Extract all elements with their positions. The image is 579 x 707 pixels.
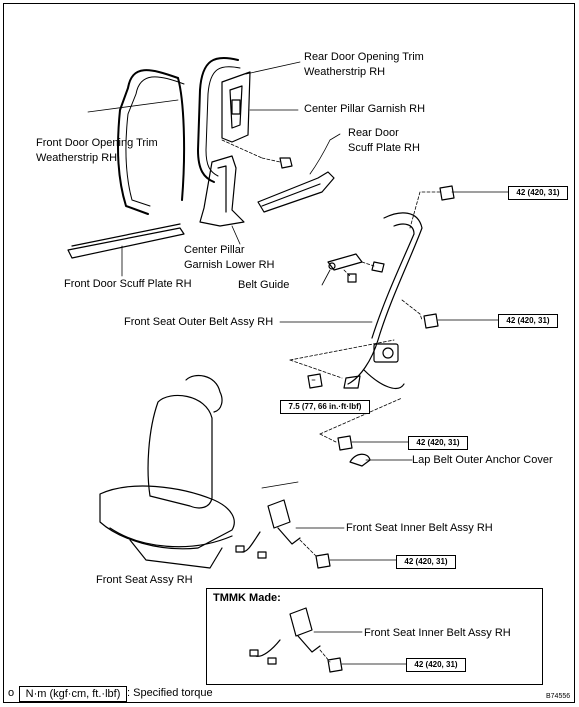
seat-label: Front Seat Assy RH <box>96 574 193 586</box>
belt-guide-drawing <box>321 253 385 286</box>
diagram-frame <box>3 3 575 703</box>
leader-lines <box>87 61 509 665</box>
legend-text: : Specified torque <box>127 687 213 699</box>
tmmk-inner-belt-drawing <box>249 607 363 665</box>
legend-unit-box: N·m (kgf·cm, ft.·lbf) <box>19 686 127 702</box>
torque-box: 42 (420, 31) <box>498 314 558 328</box>
inner-belt-drawing <box>235 499 345 559</box>
rear-door-weatherstrip-drawing <box>197 56 241 183</box>
seat-drawing <box>99 374 299 569</box>
dashed-guides <box>289 191 441 443</box>
tmmk-inset <box>206 588 543 685</box>
rear-door-weatherstrip-label: Rear Door Opening Trim Weatherstrip RH <box>304 51 424 78</box>
rear-door-scuff-drawing <box>257 133 341 213</box>
lap-cover-drawing <box>349 453 413 467</box>
center-pillar-lower-label: Center Pillar Garnish Lower RH <box>184 244 275 271</box>
front-door-weatherstrip-drawing <box>117 69 186 215</box>
center-pillar-garnish-drawing <box>221 71 299 143</box>
tmmk-title: TMMK Made: <box>213 592 281 604</box>
torque-box: 7.5 (77, 66 in.·ft·lbf) <box>280 400 370 414</box>
tmmk-inner-belt-label: Front Seat Inner Belt Assy RH <box>364 627 511 639</box>
center-pillar-garnish-label: Center Pillar Garnish RH <box>304 103 426 115</box>
belt-guide-label: Belt Guide <box>238 279 290 291</box>
front-door-weatherstrip-label: Front Door Opening Trim Weatherstrip RH <box>36 137 158 164</box>
inner-belt-label: Front Seat Inner Belt Assy RH <box>346 522 493 534</box>
legend-marker: o <box>8 687 15 699</box>
torque-box: 42 (420, 31) <box>408 436 468 450</box>
front-door-scuff-label: Front Door Scuff Plate RH <box>64 278 192 290</box>
outer-belt-drawing <box>279 212 423 389</box>
rear-door-scuff-label: Rear Door Scuff Plate RH <box>348 127 420 154</box>
front-door-scuff-drawing <box>67 223 185 277</box>
torque-box: 42 (420, 31) <box>406 658 466 672</box>
torque-box: 42 (420, 31) <box>396 555 456 569</box>
bolts <box>307 185 455 673</box>
outer-belt-label: Front Seat Outer Belt Assy RH <box>124 316 274 328</box>
lap-cover-label: Lap Belt Outer Anchor Cover <box>412 454 553 466</box>
clip-drawing <box>221 139 293 169</box>
center-pillar-lower-drawing <box>199 155 245 245</box>
figure-code: B74556 <box>546 693 571 700</box>
torque-box: 42 (420, 31) <box>508 186 568 200</box>
